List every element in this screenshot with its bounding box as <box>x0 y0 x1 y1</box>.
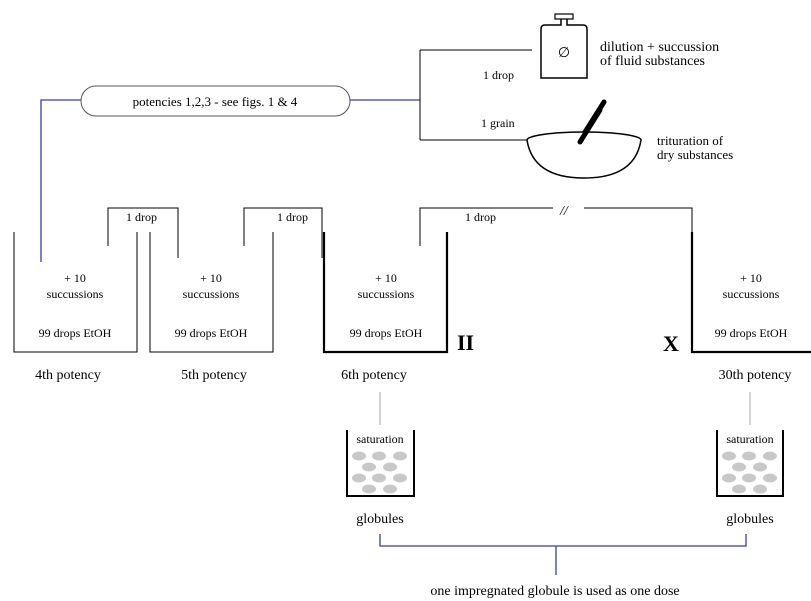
drop-label: 1 drop <box>483 68 514 82</box>
transfer-6-to-30-right <box>584 207 693 232</box>
transfer-5-to-6 <box>243 207 323 258</box>
roman-numeral-II: II <box>457 330 474 355</box>
transfer-4-to-5 <box>107 207 179 258</box>
footer-note: one impregnated globule is used as one d… <box>430 584 679 599</box>
fluid-substances-line1: dilution + succussion <box>600 40 719 55</box>
globules-cluster <box>352 451 407 494</box>
saturation-jar-left: saturation <box>346 430 415 497</box>
grain-label: 1 grain <box>481 116 515 130</box>
vessel-6th: + 10 succussions 99 drops EtOH <box>322 232 449 354</box>
vessel-4th: + 10 succussions 99 drops EtOH <box>13 232 138 353</box>
jar-label: saturation <box>356 432 403 446</box>
vessel-contents: 99 drops EtOH <box>175 326 248 340</box>
break-mark: // <box>559 204 569 219</box>
succussion-line2: succussions <box>183 287 240 301</box>
globules-cluster <box>722 451 777 494</box>
transfer-label-2: 1 drop <box>277 210 308 224</box>
vessel-5th: + 10 succussions 99 drops EtOH <box>149 232 274 353</box>
transfer-label-3: 1 drop <box>465 210 496 224</box>
potencies-pill <box>80 85 351 117</box>
roman-numeral-X: X <box>663 331 679 356</box>
dry-substances-line1: trituration of <box>657 133 724 148</box>
succussion-line1: + 10 <box>375 271 397 285</box>
succussion-line2: succussions <box>47 287 104 301</box>
blue-connector-left <box>40 99 81 262</box>
mortar-and-pestle-icon <box>526 99 642 179</box>
caption-6th-potency: 6th potency <box>341 368 407 383</box>
transfer-6-to-30-left <box>419 207 553 246</box>
caption-30th-potency: 30th potency <box>719 368 792 383</box>
jar-label: saturation <box>726 432 773 446</box>
globules-caption-left: globules <box>356 512 403 527</box>
succussion-line1: + 10 <box>740 271 762 285</box>
dry-substances-line2: dry substances <box>657 147 733 162</box>
succussion-line2: succussions <box>723 287 780 301</box>
potencies-pill-label: potencies 1,2,3 - see figs. 1 & 4 <box>133 94 298 109</box>
caption-5th-potency: 5th potency <box>181 368 247 383</box>
globules-caption-right: globules <box>726 512 773 527</box>
vessel-contents: 99 drops EtOH <box>715 326 788 340</box>
succussion-line2: succussions <box>358 287 415 301</box>
succussion-line1: + 10 <box>64 271 86 285</box>
fluid-substances-line2: of fluid substances <box>600 54 705 69</box>
stoppered-bottle-icon: ∅ <box>540 13 588 79</box>
succussion-line1: + 10 <box>200 271 222 285</box>
vessel-contents: 99 drops EtOH <box>350 326 423 340</box>
bottle-symbol: ∅ <box>558 46 570 61</box>
vessel-contents: 99 drops EtOH <box>39 326 112 340</box>
vessel-30th: + 10 succussions 99 drops EtOH <box>690 232 811 354</box>
transfer-label-1: 1 drop <box>126 210 157 224</box>
saturation-jar-right: saturation <box>716 430 784 497</box>
caption-4th-potency: 4th potency <box>35 368 101 383</box>
dose-bracket <box>379 534 747 547</box>
